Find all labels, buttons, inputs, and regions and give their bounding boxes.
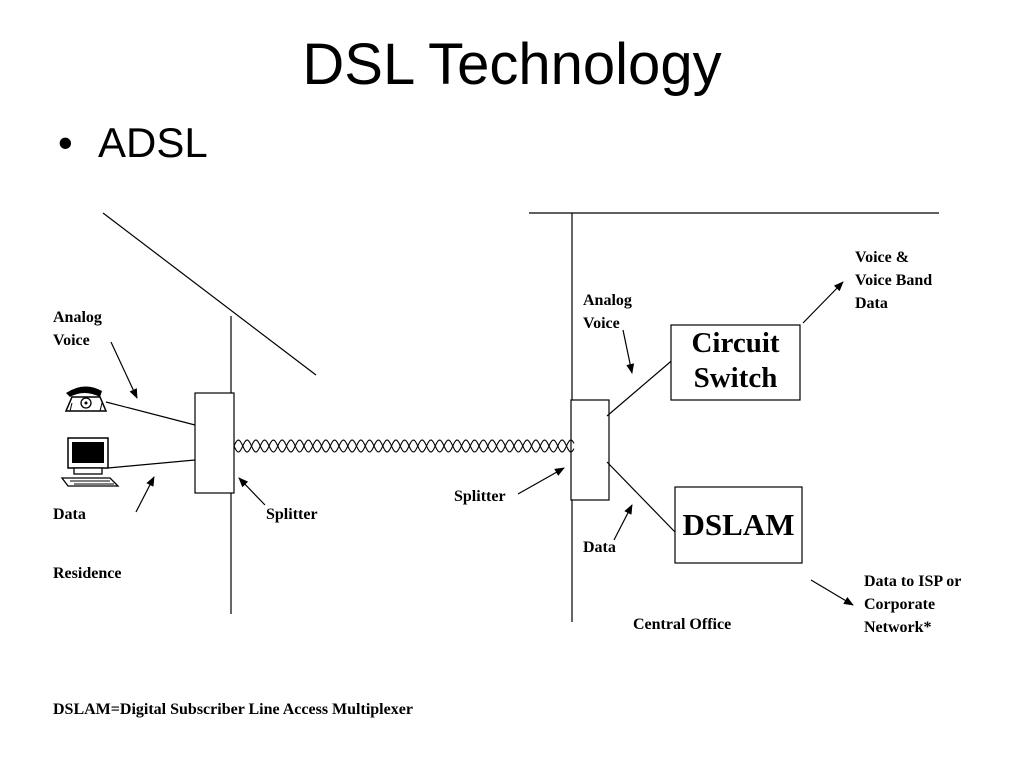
computer-icon [60,437,120,487]
circuit-switch-line-2: Switch [693,361,778,394]
circuit-switch-box [670,324,801,401]
dslam-label: DSLAM [682,507,795,542]
data-out-line-3: Network* [864,619,932,636]
left-data-arrow [135,476,155,513]
twisted-pair-wire-1 [233,439,575,453]
bullet-dot: • [58,119,73,166]
voice-out-arrow [802,281,844,324]
telephone-icon [64,386,108,412]
residence-roof-line [102,212,317,376]
voice-out-label: Voice & Voice Band Data [855,246,932,315]
left-analog-voice-line-2: Voice [53,332,90,349]
voice-out-line-1: Voice & [855,249,910,266]
right-analog-voice-arrow [622,329,635,374]
central-office-label: Central Office [633,616,732,633]
twisted-pair-wire-2 [233,439,575,453]
left-analog-voice-arrow [110,341,138,399]
data-out-label: Data to ISP or Corporate Network* [864,570,961,639]
right-data-label: Data [583,539,616,556]
circuit-switch-line-1: Circuit [691,327,780,359]
right-analog-voice-line-1: Analog [583,292,632,309]
left-data-label: Data [53,506,86,523]
twisted-pair-line [233,439,575,453]
data-out-arrow [810,579,854,606]
splitter-to-dslam-line [606,461,676,533]
residence-splitter-box [194,392,235,494]
residence-label: Residence [53,565,122,582]
left-analog-voice-label: Analog Voice [53,306,102,352]
circuit-switch-label: Circuit Switch [671,326,800,396]
left-splitter-label: Splitter [266,506,318,523]
page-title: DSL Technology [302,32,722,97]
left-analog-voice-line-1: Analog [53,309,102,326]
phone-to-splitter-line [105,401,196,426]
computer-to-splitter-line [107,459,196,469]
data-out-line-1: Data to ISP or [864,573,962,590]
left-splitter-arrow [238,477,266,506]
splitter-to-circuit-switch-line [606,356,677,417]
right-analog-voice-line-2: Voice [583,315,620,332]
data-out-line-2: Corporate [864,596,936,613]
voice-out-line-3: Data [855,295,888,312]
right-analog-voice-label: Analog Voice [583,289,632,335]
right-splitter-arrow [517,467,565,495]
dslam-box [674,486,803,564]
central-office-splitter-box [570,399,610,501]
dslam-footnote: DSLAM=Digital Subscriber Line Access Mul… [53,701,413,718]
bullet-text: ADSL [98,119,208,166]
right-data-arrow [613,504,633,541]
bullet-item: • ADSL [58,119,208,166]
voice-out-line-2: Voice Band [855,272,933,289]
right-splitter-label: Splitter [454,488,506,505]
